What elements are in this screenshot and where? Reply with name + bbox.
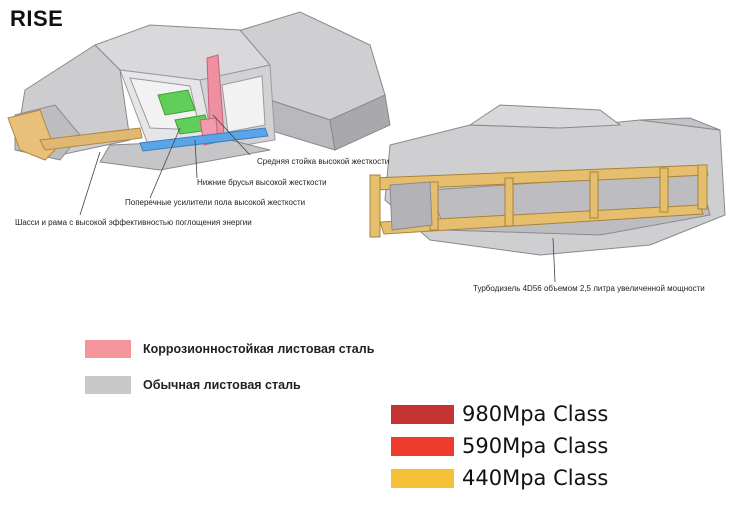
- legend-swatch-980: [391, 405, 454, 424]
- legend-label-corrosion-resistant: Коррозионностойкая листовая сталь: [143, 342, 375, 356]
- legend-swatch-corrosion-resistant: [85, 340, 131, 358]
- legend-swatch-590: [391, 437, 454, 456]
- callout-lower-sills: Нижние брусья высокой жесткости: [197, 178, 327, 187]
- page-title: RISE: [10, 6, 64, 31]
- legend-label-980: 980Mpa Class: [462, 402, 609, 426]
- callout-chassis-frame: Шасси и рама с высокой эффективностью по…: [15, 218, 252, 227]
- callout-center-pillar: Средняя стойка высокой жесткости: [257, 157, 390, 166]
- legend-swatch-ordinary-steel: [85, 376, 131, 394]
- legend-label-440: 440Mpa Class: [462, 466, 609, 490]
- callout-floor-reinforcements: Поперечные усилители пола высокой жестко…: [125, 198, 306, 207]
- legend-label-590: 590Mpa Class: [462, 434, 609, 458]
- legend-label-ordinary-steel: Обычная листовая сталь: [143, 378, 301, 392]
- legend-swatch-440: [391, 469, 454, 488]
- callout-engine: Турбодизель 4D56 объемом 2,5 литра увели…: [473, 284, 705, 293]
